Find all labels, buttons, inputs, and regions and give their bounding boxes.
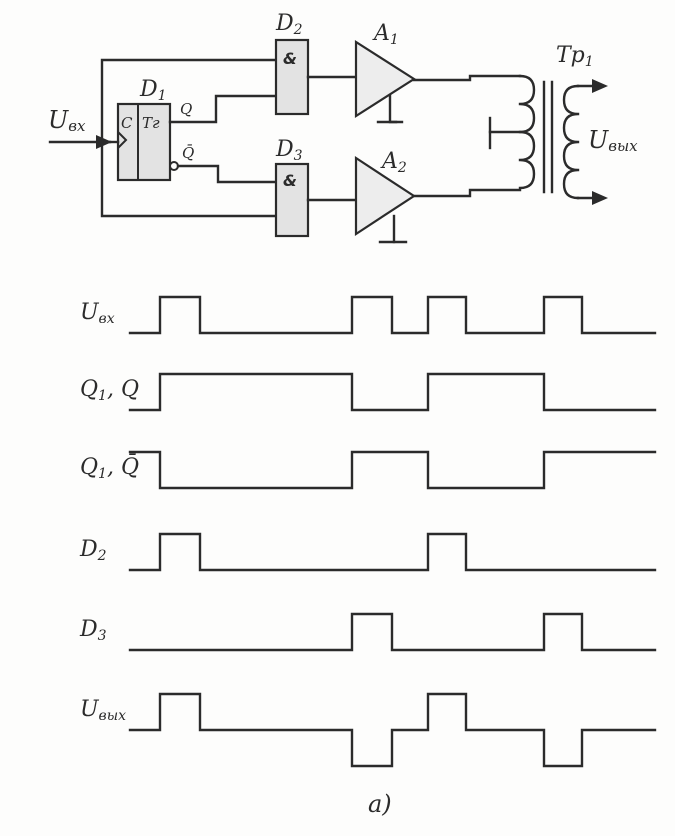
trigger-type-label: Tг (142, 114, 160, 132)
q-wire (168, 94, 280, 124)
output-label: Uвых (588, 126, 638, 155)
waveform-label-1: Uвх (80, 300, 115, 327)
clock-triangle-icon (117, 131, 128, 149)
gate-d3-name: D3 (275, 137, 303, 164)
trigger-d1 (116, 102, 172, 182)
waveform-row-3 (128, 450, 657, 490)
output-arrow-top-icon (592, 79, 608, 93)
transformer-secondary-coil (562, 84, 580, 200)
waveform-label-6: Uвых (80, 697, 126, 724)
waveform-row-2 (128, 372, 657, 412)
waveform-label-3: Q1, Q̄ (80, 453, 139, 482)
gate-d2-symbol: & (283, 49, 297, 68)
waveform-label-4: D2 (79, 537, 107, 564)
qbar-wire (176, 164, 280, 184)
amp-a2-name: A2 (380, 149, 407, 176)
gate-d2 (274, 38, 310, 116)
figure-caption: а) (368, 790, 392, 818)
trigger-name: D1 (139, 77, 167, 104)
waveform-row-4 (128, 532, 657, 572)
qbar-label: Q̄ (182, 144, 194, 162)
trigger-clock-label: C (121, 114, 133, 132)
input-arrow-icon (96, 135, 112, 149)
amplifier-a2 (354, 155, 417, 237)
gate-d3-symbol: & (283, 171, 297, 190)
q-label: Q (180, 100, 192, 118)
amp-a1-name: A1 (372, 21, 399, 48)
amplifier-a1 (354, 39, 417, 119)
a2-output-wire (412, 188, 522, 198)
input-bus-top (100, 58, 280, 144)
transformer-primary-coil (518, 74, 536, 190)
input-bus-bottom (100, 140, 280, 218)
a1-ground-wire (388, 94, 398, 124)
waveform-row-5 (128, 612, 657, 652)
waveform-row-6 (128, 692, 657, 768)
circuit-schematic: Uвх C Tг D1 Q Q̄ & D2 & D3 A1 (48, 11, 638, 244)
waveform-label-2: Q1, Q (80, 377, 139, 404)
transformer-name: Tp1 (556, 43, 594, 70)
waveform-label-5: D3 (79, 617, 107, 644)
input-label: Uвх (48, 106, 86, 135)
a1-output-wire (412, 74, 522, 82)
output-arrow-bottom-icon (592, 191, 608, 205)
waveform-row-1 (128, 295, 657, 335)
gate-d2-name: D2 (275, 11, 303, 38)
